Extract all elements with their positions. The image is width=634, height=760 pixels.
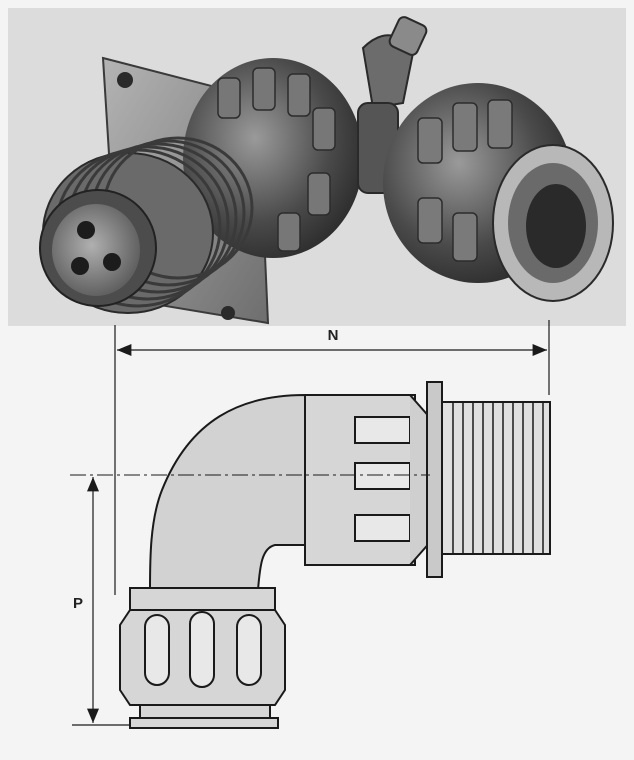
dimension-label-p: P: [73, 595, 83, 612]
dimension-label-n: N: [328, 327, 339, 344]
connector-photo: [8, 8, 626, 326]
connector-photo-illustration: [8, 8, 626, 326]
